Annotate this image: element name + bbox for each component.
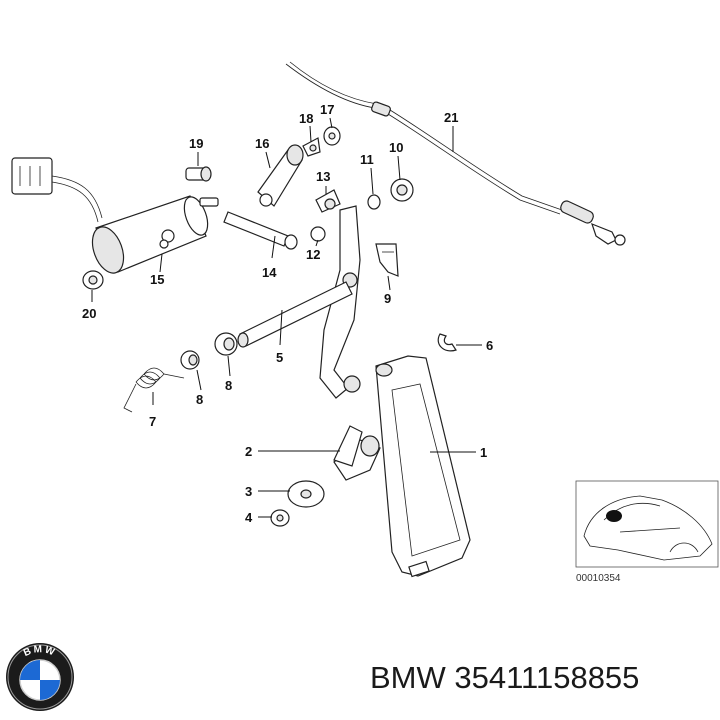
callout-15: 15	[150, 272, 164, 287]
callout-11: 11	[360, 152, 374, 167]
callout-14: 14	[262, 265, 277, 280]
pedal-pad	[375, 355, 471, 578]
vehicle-location-inset: 00010354	[575, 480, 719, 584]
bushing-10	[390, 178, 414, 202]
callout-20: 20	[82, 306, 96, 321]
callout-13: 13	[316, 169, 330, 184]
bmw-logo: BMW	[6, 643, 74, 711]
callout-3: 3	[245, 484, 252, 499]
callout-21: 21	[444, 110, 458, 125]
shaft-5	[237, 281, 353, 348]
accelerator-cable	[285, 61, 626, 246]
clip-9	[375, 243, 399, 277]
washer-11	[367, 194, 381, 210]
washer-3	[287, 480, 325, 508]
lever-bracket	[257, 144, 304, 207]
pedal-lever	[319, 205, 361, 399]
logo-text: BMW	[22, 644, 56, 659]
callout-2: 2	[245, 444, 252, 459]
callout-10: 10	[389, 140, 403, 155]
bushing-8-lower	[180, 350, 200, 370]
bushing-17	[323, 126, 341, 146]
callout-8b: 8	[225, 378, 232, 393]
clip-18	[302, 137, 321, 157]
location-marker	[606, 510, 622, 522]
circlip-6	[437, 333, 457, 352]
reference-code: 00010354	[576, 573, 621, 584]
callout-1: 1	[480, 445, 487, 460]
part-number-caption: BMW 35411158855	[370, 660, 640, 695]
callout-6: 6	[486, 338, 493, 353]
callout-4: 4	[245, 510, 253, 525]
nut-20	[82, 270, 104, 290]
callout-12: 12	[306, 247, 320, 262]
pivot-2	[333, 425, 381, 481]
callout-8a: 8	[196, 392, 203, 407]
leader-lines	[91, 117, 482, 518]
callout-9: 9	[384, 291, 391, 306]
nut-4	[270, 509, 290, 527]
callout-7: 7	[149, 414, 156, 429]
pin-14	[223, 211, 298, 250]
return-spring	[123, 367, 185, 413]
actuator-motor	[11, 157, 219, 274]
callout-19: 19	[189, 136, 203, 151]
callout-16: 16	[255, 136, 269, 151]
bushing-8-upper	[214, 332, 238, 356]
bushing-12	[310, 226, 326, 242]
bump-stop	[315, 189, 341, 213]
bolt-19	[185, 166, 212, 182]
callout-17: 17	[320, 102, 334, 117]
callout-labels: 1 2 3 4 5 6 7 8 8 9 10 11 12 13 14 15 16…	[82, 102, 493, 525]
callout-5: 5	[276, 350, 283, 365]
svg-text:BMW: BMW	[22, 644, 58, 659]
callout-18: 18	[299, 111, 313, 126]
